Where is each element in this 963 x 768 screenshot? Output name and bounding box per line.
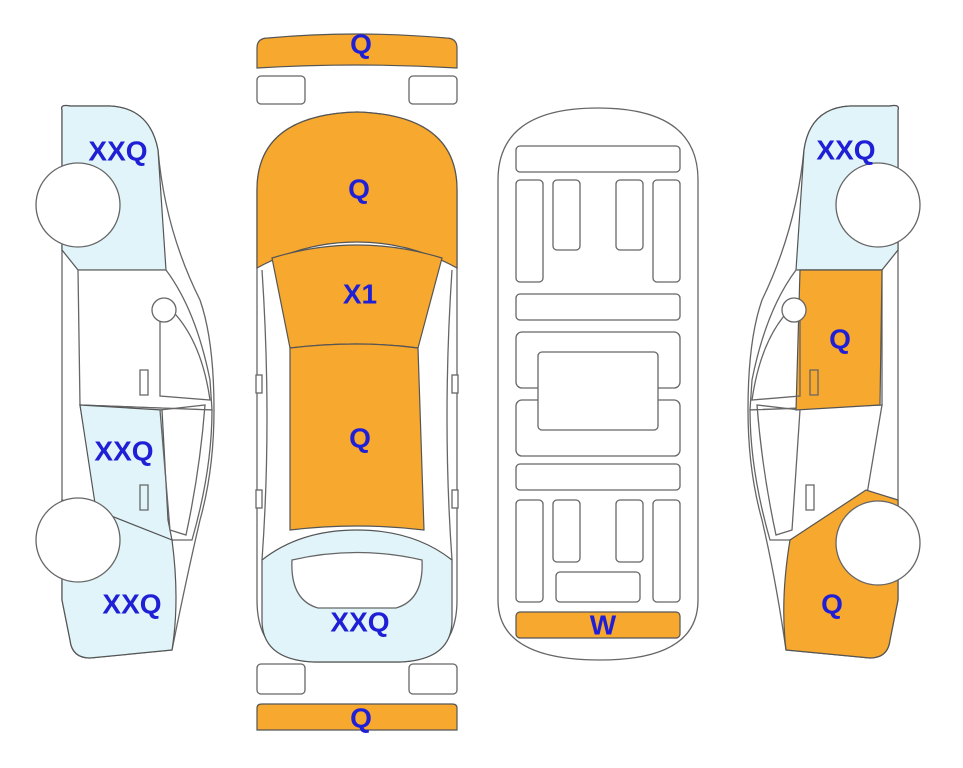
top-view: Q Q X1 Q XXQ Q [255,28,459,733]
right-front-fender-label: XXQ [816,134,875,165]
underbody-view: W [497,107,699,661]
left-mirror-icon [151,297,177,323]
rear-glass-label: XXQ [330,606,389,637]
left-rear-wheel-icon [35,497,121,583]
roof-label: Q [349,422,371,453]
right-front-wheel-icon [835,162,921,248]
left-side-view: XXQ XXQ XXQ [35,104,215,659]
hood-label: Q [348,173,370,204]
right-front-door-label: Q [829,323,851,354]
left-front-fender-label: XXQ [88,135,147,166]
underbody-rear-label: W [590,609,617,640]
front-bumper-label: Q [350,28,372,59]
rear-left-light-icon [256,663,306,695]
front-left-light-icon [256,75,306,105]
right-mirror-icon [781,297,807,323]
rear-bumper[interactable] [256,703,458,731]
rear-right-light-icon [408,663,458,695]
left-front-wheel-icon [35,162,121,248]
windshield-label: X1 [343,278,377,309]
roof[interactable] [289,343,425,531]
rear-bumper-label: Q [350,702,372,733]
hood[interactable] [256,111,458,270]
right-side-view: XXQ Q Q [747,104,921,659]
underbody-rear[interactable] [515,611,681,639]
right-rear-wheel-icon [835,500,921,586]
right-rear-quarter-label: Q [821,588,843,619]
left-rear-quarter-label: XXQ [102,588,161,619]
left-rear-door-label: XXQ [94,435,153,466]
front-right-light-icon [408,75,458,105]
front-bumper[interactable] [256,33,458,69]
